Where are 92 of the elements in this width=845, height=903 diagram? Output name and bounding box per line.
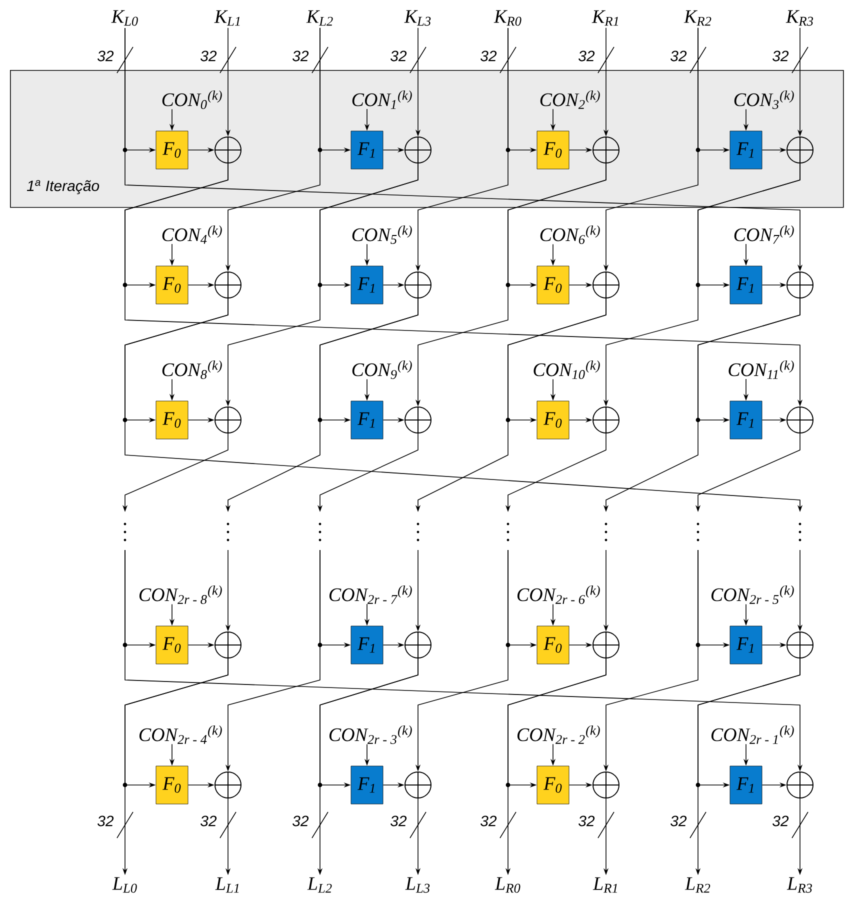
input-label: K$_{R1}$ (592, 10, 618, 26)
xor-circle (592, 406, 620, 434)
output-label: L$_{R1}$ (592, 877, 617, 893)
constant-label: CON$_{2r - 1}$(k) (711, 726, 794, 744)
output-label: L$_{L0}$ (112, 877, 137, 893)
function-box: F$_{1}$ (730, 626, 762, 664)
input-label: K$_{R2}$ (684, 10, 712, 26)
constant-label: CON$_{2r - 2}$(k) (517, 726, 600, 744)
constant-label: CON$_{2r - 4}$(k) (139, 726, 222, 744)
function-box: F$_{0}$ (536, 266, 570, 304)
constant-label: CON$_{2r - 8}$(k) (139, 586, 222, 604)
xor-circle (592, 272, 620, 298)
output-label: L$_{R0}$ (494, 877, 520, 893)
input-label: K$_{L0}$ (111, 10, 138, 26)
xor-circle (214, 632, 242, 658)
function-box: F$_{1}$ (350, 626, 384, 664)
function-box: F$_{0}$ (536, 130, 570, 170)
xor-circle (404, 406, 432, 434)
xor-circle (214, 272, 242, 298)
bus-width-label: 32 (390, 50, 407, 62)
xor-circle (214, 772, 242, 798)
constant-label: CON$_{2r - 3}$(k) (329, 726, 412, 744)
bus-width-label: 32 (292, 50, 309, 62)
constant-label: CON$_{8}$(k) (162, 360, 222, 380)
xor-circle (592, 136, 620, 164)
xor-circle (786, 272, 814, 298)
bus-width-label: 32 (390, 816, 407, 826)
constant-label: CON$_{5}$(k) (352, 226, 412, 244)
function-box: F$_{0}$ (156, 626, 188, 664)
xor-circle (786, 632, 814, 658)
constant-label: CON$_{2r - 7}$(k) (329, 586, 412, 604)
constant-label: CON$_{6}$(k) (540, 226, 600, 244)
output-label: L$_{R2}$ (684, 877, 710, 893)
output-label: L$_{R3}$ (786, 877, 812, 893)
constant-label: CON$_{2}$(k) (540, 90, 600, 109)
input-label: K$_{R0}$ (494, 10, 522, 26)
function-box: F$_{0}$ (156, 766, 188, 804)
xor-circle (404, 272, 432, 298)
xor-circle (404, 136, 432, 164)
constant-label: CON$_{10}$(k) (534, 360, 600, 380)
constant-label: CON$_{4}$(k) (162, 226, 222, 244)
bus-width-label: 32 (578, 816, 595, 826)
function-box: F$_{0}$ (156, 400, 188, 440)
bus-width-label: 32 (772, 50, 789, 62)
xor-circle (786, 136, 814, 164)
function-box: F$_{0}$ (156, 130, 188, 170)
xor-circle (592, 772, 620, 798)
xor-circle (214, 406, 242, 434)
bus-width-label: 32 (200, 50, 217, 62)
bus-width-label: 32 (670, 50, 687, 62)
input-label: K$_{R3}$ (786, 10, 814, 26)
function-box: F$_{1}$ (730, 130, 762, 170)
bus-width-label: 32 (292, 816, 309, 826)
xor-circle (786, 772, 814, 798)
bus-width-label: 32 (772, 816, 789, 826)
bus-width-label: 32 (480, 50, 497, 62)
constant-label: CON$_{9}$(k) (352, 360, 412, 379)
xor-circle (214, 136, 242, 164)
input-label: K$_{L3}$ (404, 10, 431, 26)
bus-width-label: 32 (97, 816, 114, 826)
function-box: F$_{1}$ (730, 766, 762, 804)
function-box: F$_{0}$ (156, 266, 188, 304)
function-box: F$_{1}$ (350, 400, 384, 440)
constant-label: CON$_{3}$(k) (734, 90, 794, 109)
constant-label: CON$_{1}$(k) (352, 90, 412, 109)
function-box: F$_{0}$ (536, 400, 570, 440)
output-label: L$_{L1}$ (215, 877, 239, 893)
constant-label: CON$_{2r - 5}$(k) (711, 586, 794, 604)
constant-label: CON$_{7}$(k) (734, 226, 794, 244)
function-box: F$_{1}$ (730, 266, 762, 304)
bus-width-label: 32 (200, 816, 217, 826)
bus-width-label: 32 (97, 50, 114, 62)
input-label: K$_{L2}$ (306, 10, 333, 26)
function-box: F$_{1}$ (350, 130, 384, 170)
function-box: F$_{0}$ (536, 766, 570, 804)
function-box: F$_{1}$ (350, 266, 384, 304)
function-box: F$_{1}$ (730, 400, 762, 440)
constant-label: CON$_{0}$(k) (162, 90, 222, 110)
bus-width-label: 32 (578, 50, 595, 62)
bus-width-label: 32 (670, 816, 687, 826)
output-label: L$_{L2}$ (307, 877, 332, 893)
xor-circle (786, 406, 814, 434)
bus-width-label: 32 (480, 816, 497, 826)
function-box: F$_{1}$ (350, 766, 384, 804)
constant-label: CON$_{11}$(k) (728, 360, 794, 379)
constant-label: CON$_{2r - 6}$(k) (517, 586, 600, 604)
xor-circle (404, 632, 432, 658)
output-label: L$_{L3}$ (405, 877, 430, 893)
xor-circle (592, 632, 620, 658)
function-box: F$_{0}$ (536, 626, 570, 664)
xor-circle (404, 772, 432, 798)
input-label: K$_{L1}$ (214, 10, 240, 26)
